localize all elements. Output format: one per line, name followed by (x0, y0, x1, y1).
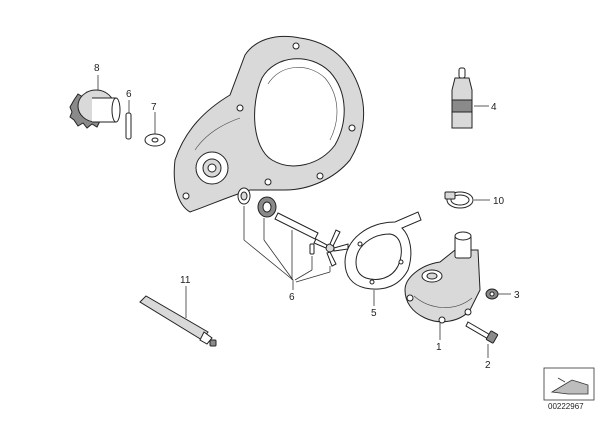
gasket-part-5 (344, 211, 422, 290)
callout-7: 7 (151, 102, 157, 113)
callout-10: 10 (493, 196, 505, 207)
callout-4: 4 (491, 102, 497, 113)
pin-part-6 (125, 112, 132, 140)
callout-11: 11 (180, 275, 191, 286)
callout-1: 1 (436, 342, 442, 353)
water-pump-cover-part-1 (404, 231, 481, 324)
callout-labels: 8 6 7 4 10 3 1 2 5 6 11 (94, 63, 520, 371)
reference-wedge-icon (550, 379, 589, 395)
callout-2: 2 (485, 360, 491, 371)
hose-clamp-part-10 (444, 191, 474, 209)
coolant-bottle-part-4 (451, 67, 473, 129)
washer-part-7 (144, 133, 166, 147)
washer-part-3 (485, 288, 499, 300)
reference-box (543, 367, 595, 401)
sealant-tube-part-11 (139, 295, 217, 347)
callout-6-upper: 6 (126, 89, 132, 100)
engine-cover-housing (173, 35, 365, 213)
reference-number: 00222967 (548, 402, 584, 411)
callout-8: 8 (94, 63, 100, 74)
callout-6: 6 (289, 292, 295, 303)
callout-5: 5 (371, 308, 377, 319)
gear-part-8 (69, 89, 121, 129)
callout-3: 3 (514, 290, 520, 301)
bearing-set-part-6 (237, 187, 349, 267)
leader-lines (97, 75, 511, 358)
bolt-part-2 (465, 321, 499, 344)
